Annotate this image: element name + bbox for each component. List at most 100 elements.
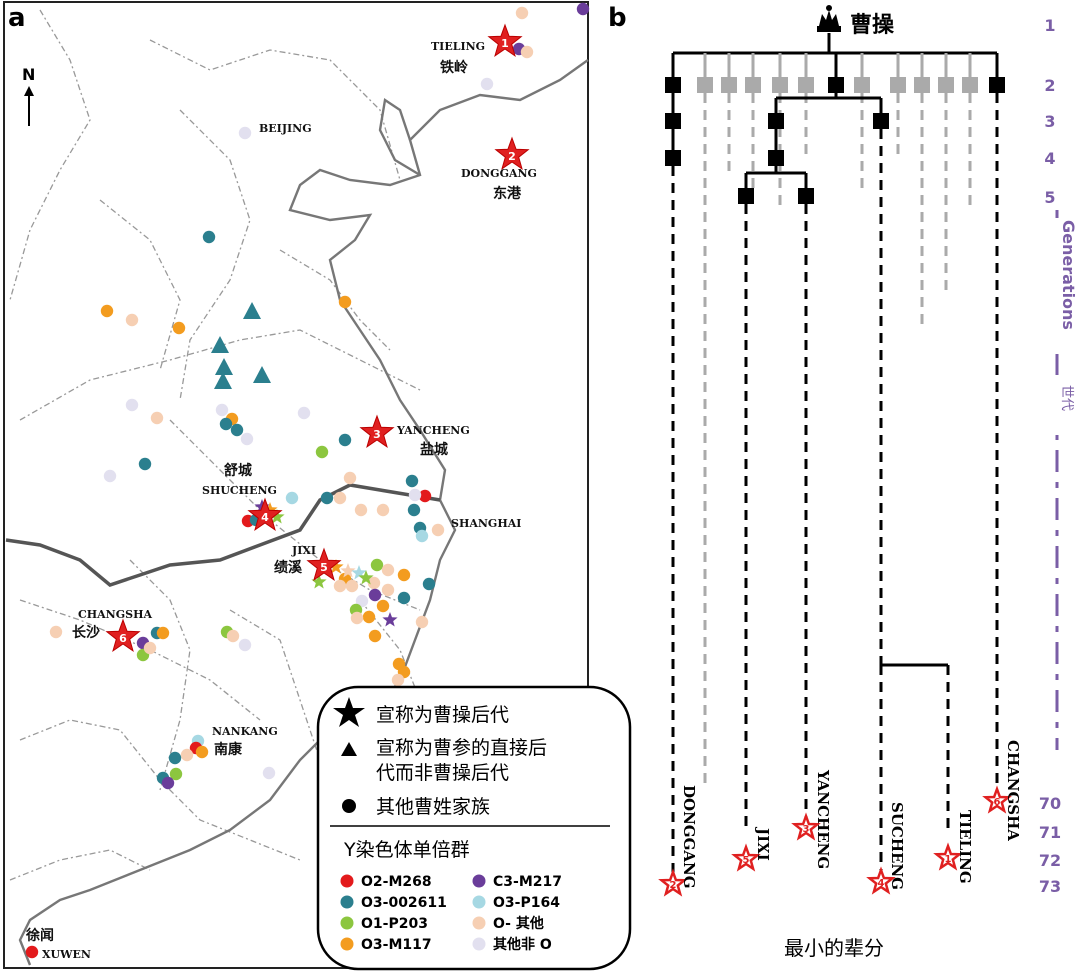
- haplogroup-swatch-1: [472, 874, 486, 888]
- city-star-changsha: [105, 618, 141, 652]
- legend-haplogroup-title: Y染色体单倍群: [343, 839, 470, 861]
- sample-dot-23: [343, 471, 357, 485]
- tree-node: [890, 77, 906, 93]
- generation-1: 1: [1044, 16, 1055, 35]
- panel-a-label: a: [8, 3, 26, 33]
- sample-dot-32: [354, 503, 368, 517]
- legend-triangle-icon: [341, 742, 357, 756]
- generation-3: 3: [1044, 112, 1055, 131]
- sample-dot-24: [405, 474, 419, 488]
- leaf-label-tieling: TIELING: [956, 810, 974, 884]
- place-label-cn-changsha: 长沙: [72, 624, 100, 641]
- place-label-cn-donggang: 东港: [493, 185, 522, 202]
- sample-dot-36: [431, 523, 445, 537]
- sample-dot-67: [238, 638, 252, 652]
- tree-node: [914, 77, 930, 93]
- leaf-star-number: 4: [878, 878, 885, 889]
- leaf-label-yancheng: YANCHENG: [814, 769, 832, 869]
- leaf-star-number: 5: [743, 855, 750, 866]
- city-star-donggang: [494, 136, 530, 170]
- sample-dot-45: [381, 583, 395, 597]
- sample-dot-12: [150, 411, 164, 425]
- cao-can-triangle-1: [211, 336, 229, 353]
- city-star-number: 5: [320, 561, 328, 574]
- sample-dot-5: [238, 126, 252, 140]
- city-star-tieling: [487, 23, 523, 57]
- sample-dot-17: [240, 432, 254, 446]
- tree-node: [768, 150, 784, 166]
- sample-dot-71: [168, 751, 182, 765]
- haplogroup-label-5: O- 其他: [493, 915, 544, 932]
- generation-5: 5: [1044, 188, 1055, 207]
- haplogroup-swatch-4: [340, 916, 354, 930]
- tree-node: [938, 77, 954, 93]
- sample-dot-43: [333, 579, 347, 593]
- sample-dot-21: [138, 457, 152, 471]
- sample-dot-22: [103, 469, 117, 483]
- leaf-star-2: [791, 812, 821, 841]
- panel-b-label: b: [608, 3, 627, 33]
- peninsula: [378, 97, 421, 177]
- haplogroup-label-3: O3-P164: [493, 895, 560, 911]
- city-star-number: 3: [373, 428, 381, 441]
- place-label-tieling: TIELING: [431, 40, 485, 53]
- small-star-6: [358, 570, 374, 585]
- place-label-jixi: JIXI: [291, 544, 316, 557]
- sample-dot-50: [376, 599, 390, 613]
- leaf-label-jixi: JIXI: [754, 826, 772, 861]
- haplogroup-swatch-6: [340, 937, 354, 951]
- place-label-shucheng: SHUCHENG: [202, 484, 277, 497]
- haplogroup-label-4: O1-P203: [361, 916, 428, 932]
- sample-dot-9: [172, 321, 186, 335]
- root-name: 曹操: [850, 12, 895, 38]
- city-star-number: 2: [508, 150, 516, 163]
- sample-dot-72: [195, 745, 209, 759]
- tree-node: [745, 77, 761, 93]
- leaf-label-donggang: DONGGANG: [680, 785, 698, 889]
- tree-node: [798, 188, 814, 204]
- tree-node: [768, 113, 784, 129]
- tree-node: [665, 150, 681, 166]
- sample-dot-46: [422, 577, 436, 591]
- tree-node: [738, 188, 754, 204]
- sample-dot-54: [350, 611, 364, 625]
- city-star-number: 4: [261, 511, 269, 524]
- sample-dot-20: [315, 445, 329, 459]
- sample-dot-38: [370, 558, 384, 572]
- sample-dot-3: [520, 45, 534, 59]
- legend-triangle-text-1: 宣称为曹参的直接后: [376, 737, 547, 759]
- yangtze-river: [5, 483, 441, 587]
- sample-dot-64: [143, 641, 157, 655]
- north-arrow: N: [22, 65, 35, 126]
- tree-node: [873, 113, 889, 129]
- legend-triangle-text-2: 代而非曹操后代: [376, 762, 509, 784]
- sample-dot-34: [407, 503, 421, 517]
- leaf-star-3: [866, 866, 896, 895]
- small-star-5: [351, 565, 367, 580]
- sample-dot-47: [368, 588, 382, 602]
- small-star-3: [328, 559, 344, 574]
- sample-dot-26: [408, 488, 422, 502]
- leaf-label-sucheng: SUCHENG: [888, 802, 906, 890]
- leaf-star-number: 2: [670, 880, 677, 891]
- tree-node: [962, 77, 978, 93]
- generation-72: 72: [1039, 851, 1061, 870]
- sample-dot-4: [480, 77, 494, 91]
- city-star-jixi: [306, 547, 342, 581]
- sample-dot-29: [333, 491, 347, 505]
- map-labels: TIELING铁岭DONGGANG东港YANCHENG盐城SHUCHENG舒城J…: [25, 40, 537, 961]
- place-label-nankang: NANKANG: [212, 725, 278, 738]
- sample-dot-62: [156, 626, 170, 640]
- sample-dot-70: [180, 748, 194, 762]
- sample-dot-33: [376, 503, 390, 517]
- sample-dot-13: [215, 403, 229, 417]
- place-label-beijing: BEIJING: [259, 122, 312, 135]
- sample-dot-7: [338, 295, 352, 309]
- sample-dot-66: [226, 629, 240, 643]
- leaf-star-number: 6: [994, 797, 1001, 808]
- generation-4: 4: [1044, 149, 1055, 168]
